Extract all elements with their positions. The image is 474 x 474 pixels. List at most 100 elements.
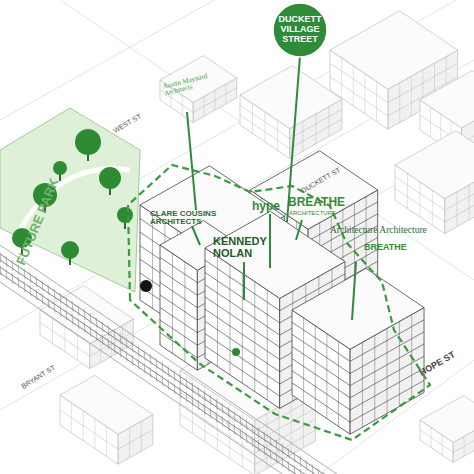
- rail-tie: [222, 403, 223, 414]
- rail-tie: [216, 399, 217, 410]
- rail-tie: [42, 294, 43, 305]
- rail-tie: [180, 374, 181, 385]
- window-line: [376, 81, 377, 121]
- rail-tie: [270, 449, 271, 460]
- rail-tie: [204, 391, 205, 402]
- rail-tie: [126, 351, 127, 362]
- window-line: [431, 427, 432, 447]
- rail-tie: [228, 407, 229, 418]
- window-line: [214, 90, 215, 110]
- rail-tie: [78, 305, 79, 316]
- rail-tie: [156, 358, 157, 369]
- window-line: [242, 273, 243, 383]
- window-line: [77, 335, 78, 360]
- rail-tie: [240, 415, 241, 426]
- rail-tie: [240, 428, 241, 439]
- rail-tie: [174, 370, 175, 381]
- rail-tie: [162, 375, 163, 386]
- leader-line: [269, 214, 271, 268]
- window-line: [229, 265, 230, 375]
- rail-tie: [84, 322, 85, 333]
- tree-canopy: [53, 161, 67, 175]
- rail-tie: [114, 330, 115, 341]
- rail-tie: [234, 424, 235, 435]
- window-line: [387, 328, 388, 413]
- building-roof: [160, 56, 237, 103]
- building-roof: [240, 66, 342, 129]
- rail-tie: [300, 456, 301, 467]
- rail-tie: [48, 285, 49, 296]
- architect-label: BREATHE: [288, 196, 358, 209]
- rail-tie: [144, 350, 145, 361]
- building-block: [60, 375, 153, 464]
- rail-tie: [324, 472, 325, 474]
- rail-tie: [18, 264, 19, 275]
- floor-line: [240, 115, 342, 149]
- leader-line: [192, 226, 200, 245]
- site-boundary: [128, 165, 430, 440]
- rail-tie: [30, 272, 31, 283]
- window-line: [469, 185, 470, 220]
- floor-line: [395, 176, 474, 210]
- floor-line: [292, 320, 424, 362]
- window-line: [106, 426, 107, 456]
- rail-tie: [6, 256, 7, 267]
- building-roof: [60, 375, 153, 434]
- tree-canopy: [117, 207, 133, 223]
- rail-tie: [36, 276, 37, 287]
- floor-line: [292, 332, 424, 374]
- rail-tie: [138, 359, 139, 370]
- rail-tie: [288, 448, 289, 459]
- site-buildings: [140, 151, 424, 434]
- window-line: [456, 192, 457, 227]
- window-line: [172, 253, 173, 353]
- window-line: [267, 290, 268, 400]
- rail-tie: [162, 362, 163, 373]
- rail-tie: [0, 252, 1, 263]
- building-roof: [420, 71, 474, 128]
- rail-tie: [294, 465, 295, 474]
- floor-line: [40, 323, 133, 357]
- architect-label: BREATHE: [364, 243, 424, 252]
- window-line: [374, 335, 375, 420]
- window-line: [315, 114, 316, 144]
- building-block: [160, 56, 237, 123]
- building-block: [420, 396, 474, 463]
- window-line: [217, 395, 218, 450]
- leader-line: [352, 262, 356, 320]
- railway: [0, 245, 474, 474]
- leader-line: [296, 220, 302, 240]
- rail-tie: [60, 306, 61, 317]
- floor-line: [395, 188, 474, 222]
- window-line: [242, 412, 243, 467]
- rail-tie: [264, 445, 265, 456]
- rail-tie: [132, 342, 133, 353]
- window-line: [302, 121, 303, 151]
- rail-tie: [198, 387, 199, 398]
- rail-tie: [288, 461, 289, 472]
- rail-tie: [102, 334, 103, 345]
- window-line: [442, 435, 443, 455]
- window-line: [217, 256, 218, 366]
- window-line: [254, 282, 255, 392]
- rail-tie: [18, 277, 19, 288]
- rail-tie: [168, 366, 169, 377]
- rail-tie: [102, 321, 103, 332]
- floor-line: [292, 380, 424, 422]
- window-line: [264, 112, 265, 142]
- rail-tie: [96, 317, 97, 328]
- leader-lines: [187, 56, 356, 320]
- window-line: [326, 334, 327, 419]
- rail-tie: [66, 310, 67, 321]
- window-line: [407, 173, 408, 208]
- rail-tie: [276, 453, 277, 464]
- rail-tie: [120, 347, 121, 358]
- street-name: HOPE ST: [418, 335, 474, 378]
- window-line: [432, 190, 433, 225]
- window-line: [204, 387, 205, 442]
- building-block: [292, 268, 424, 434]
- tree-symbol: [232, 348, 240, 356]
- window-line: [430, 107, 431, 137]
- window-line: [71, 403, 72, 433]
